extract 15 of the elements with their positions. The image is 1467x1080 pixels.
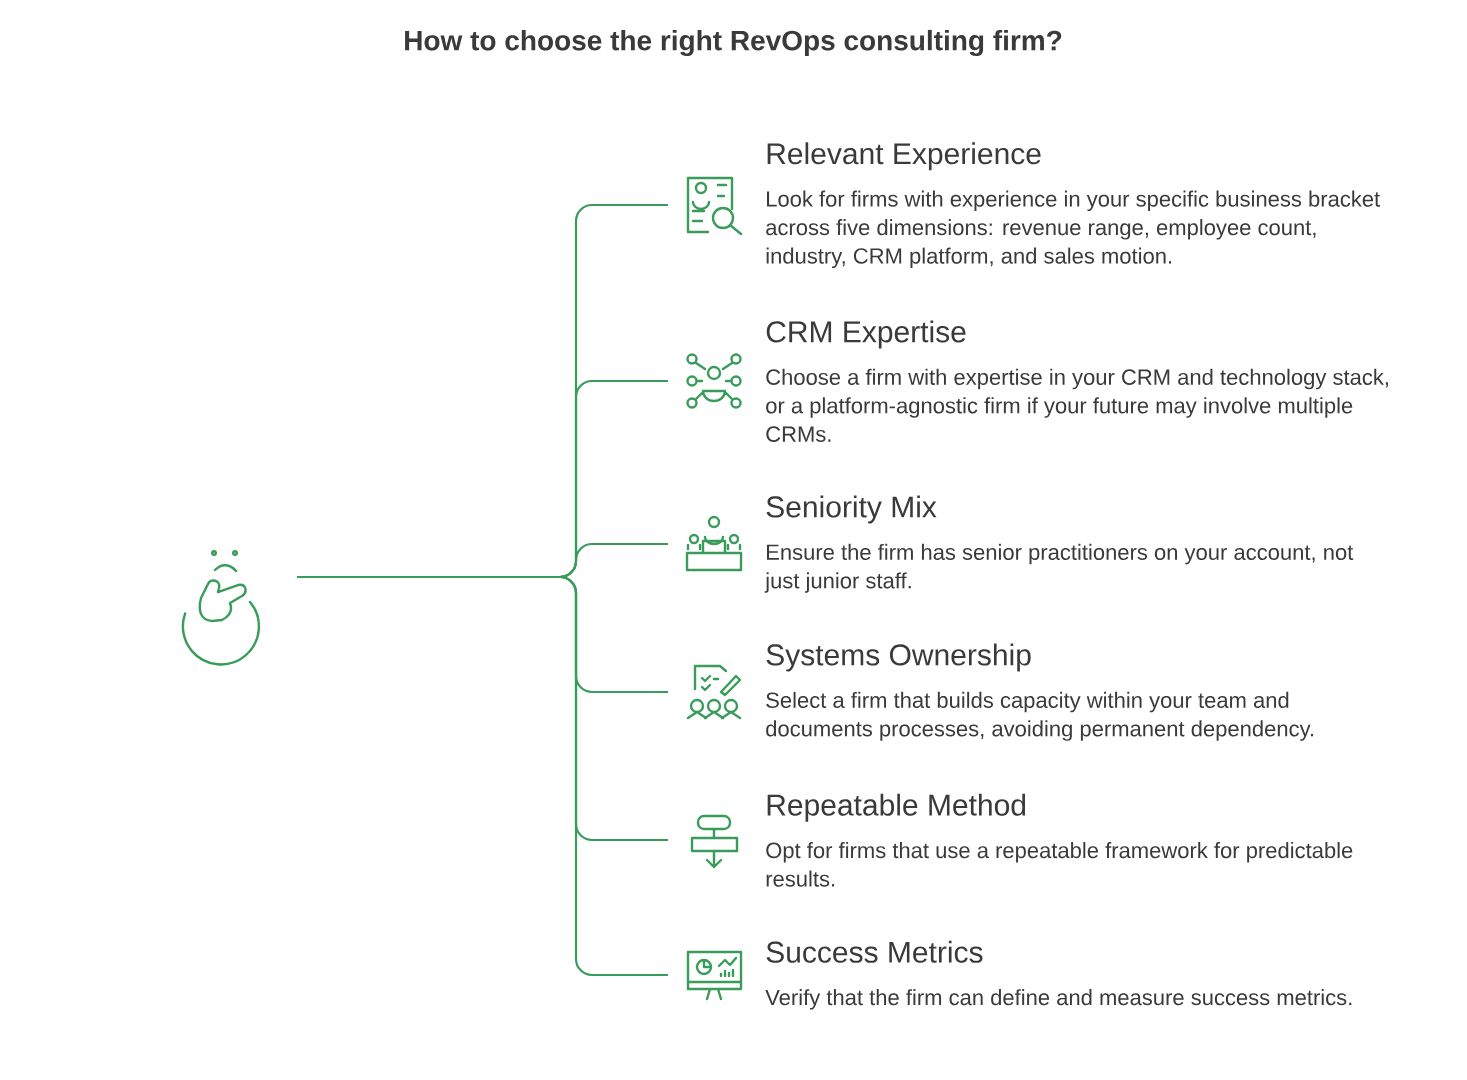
- item-description: Verify that the firm can define and measure success metrics.: [765, 989, 1352, 1010]
- title: How to choose the right RevOps consulting firm?: [405, 29, 1062, 57]
- item-heading: Relevant Experience: [767, 142, 1041, 171]
- item-heading: Systems Ownership: [766, 643, 1031, 672]
- item-description: Ensure the firm has senior practitioners on your account, not just junior staff.: [764, 543, 1354, 593]
- item-description: Select a firm that builds capacity within your team and documents processes, avoiding permanent dependency.: [766, 691, 1314, 741]
- item-heading: Success Metrics: [766, 940, 983, 963]
- item-heading: Seniority Mix: [766, 495, 937, 524]
- item-description: Choose a firm with expertise in your CRM and technology stack, or a platform-agnostic firm if your future may involve multiple CRMs.: [766, 368, 1388, 442]
- item-heading: CRM Expertise: [766, 320, 966, 349]
- connector-line: [297, 575, 668, 977]
- item-description: Opt for firms that use a repeatable framework for predictable results.: [766, 842, 1353, 887]
- thinking-face-icon: [181, 550, 261, 666]
- item-heading: Repeatable Method: [767, 793, 1026, 822]
- item-description: Look for firms with experience in your specific business bracket across five dimensions: revenue range, employee count, industry, CRM platform, and sales motion.: [766, 190, 1380, 269]
